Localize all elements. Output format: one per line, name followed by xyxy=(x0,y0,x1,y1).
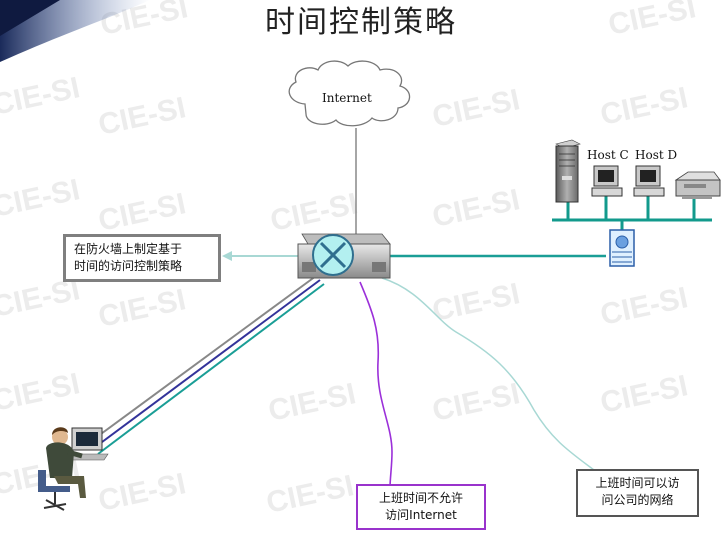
cloud-label: Internet xyxy=(322,91,372,105)
switch-icon xyxy=(609,229,635,267)
printer-icon xyxy=(674,171,721,199)
watermark-logo xyxy=(0,0,150,62)
allowed-company-note: 上班时间可以访 问公司的网络 xyxy=(576,469,699,517)
user-links xyxy=(89,275,325,455)
note-line: 在防火墙上制定基于 xyxy=(74,242,183,256)
cloud-icon xyxy=(288,60,411,127)
firewall-icon xyxy=(297,233,391,279)
note-line: 时间的访问控制策略 xyxy=(74,259,183,273)
note-line: 访问Internet xyxy=(385,508,457,522)
host-d-label: Host D xyxy=(635,148,678,162)
blocked-internet-note: 上班时间不允许 访问Internet xyxy=(356,484,486,530)
server-icon xyxy=(555,139,581,203)
firewall-policy-note: 在防火墙上制定基于 时间的访问控制策略 xyxy=(63,234,221,282)
user-at-desk-icon xyxy=(38,427,109,511)
workstation-icon xyxy=(591,165,623,197)
lan-bus xyxy=(552,196,712,236)
workstation-icon xyxy=(633,165,665,197)
arrow-firewall-to-note xyxy=(222,251,300,261)
slide-title: 时间控制策略 xyxy=(265,5,457,40)
host-c-label: Host C xyxy=(587,148,629,162)
note-line: 上班时间可以访 xyxy=(595,476,680,490)
note-line: 问公司的网络 xyxy=(601,493,674,507)
link-allowed-company xyxy=(381,277,595,471)
note-line: 上班时间不允许 xyxy=(378,491,463,505)
link-blocked-internet xyxy=(359,281,393,489)
